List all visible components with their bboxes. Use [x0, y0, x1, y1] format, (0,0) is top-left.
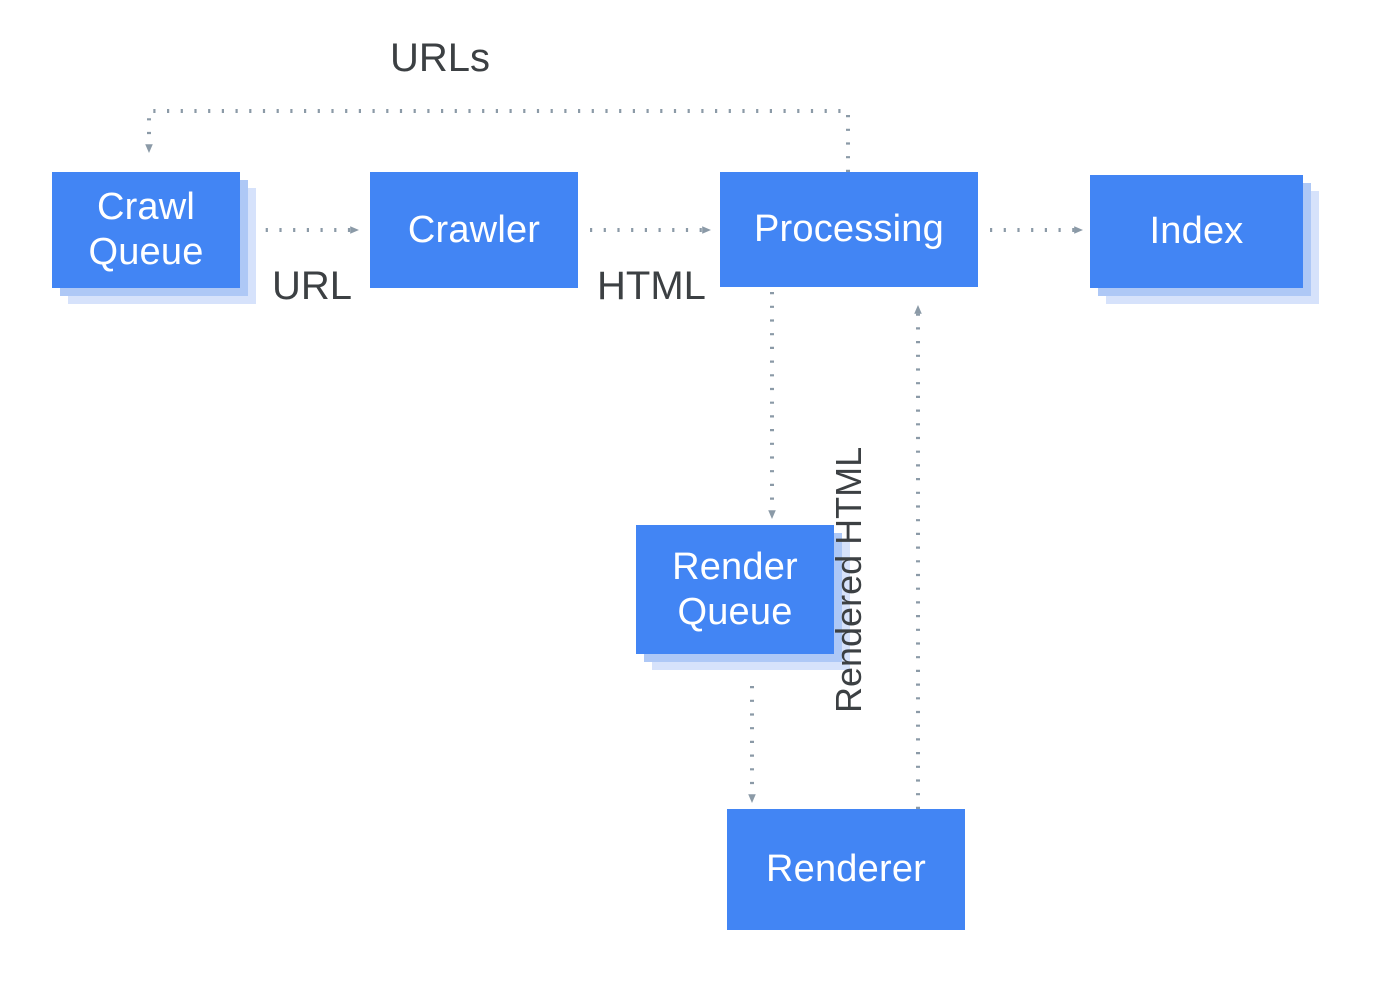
edge-label-rendered-html: Rendered HTML — [828, 446, 869, 713]
node-label-render-queue: Render Queue — [672, 545, 798, 633]
renderer-face: Renderer — [727, 809, 965, 930]
node-label-renderer: Renderer — [765, 848, 927, 891]
processing-face: Processing — [720, 172, 978, 287]
crawler-face: Crawler — [370, 172, 578, 288]
node-crawler[interactable]: Crawler — [370, 172, 578, 288]
edge-processing-to-crawl-queue — [145, 109, 850, 172]
node-label-crawler: Crawler — [407, 208, 541, 251]
edge-label-url: URL — [272, 264, 353, 308]
node-crawl-queue[interactable]: Crawl Queue — [52, 172, 256, 304]
edge-label-urls: URLs — [390, 36, 491, 80]
render-queue-face: Render Queue — [636, 525, 834, 654]
node-renderer[interactable]: Renderer — [727, 809, 965, 930]
node-label-index: Index — [1149, 210, 1244, 253]
edge-label-html: HTML — [597, 264, 706, 308]
crawl-queue-face: Crawl Queue — [52, 172, 240, 288]
node-label-crawl-queue: Crawl Queue — [88, 186, 204, 273]
node-processing[interactable]: Processing — [720, 172, 978, 287]
node-render-queue[interactable]: Render Queue — [636, 525, 850, 670]
node-label-processing: Processing — [754, 208, 944, 251]
node-index[interactable]: Index — [1090, 175, 1319, 304]
index-face: Index — [1090, 175, 1303, 288]
